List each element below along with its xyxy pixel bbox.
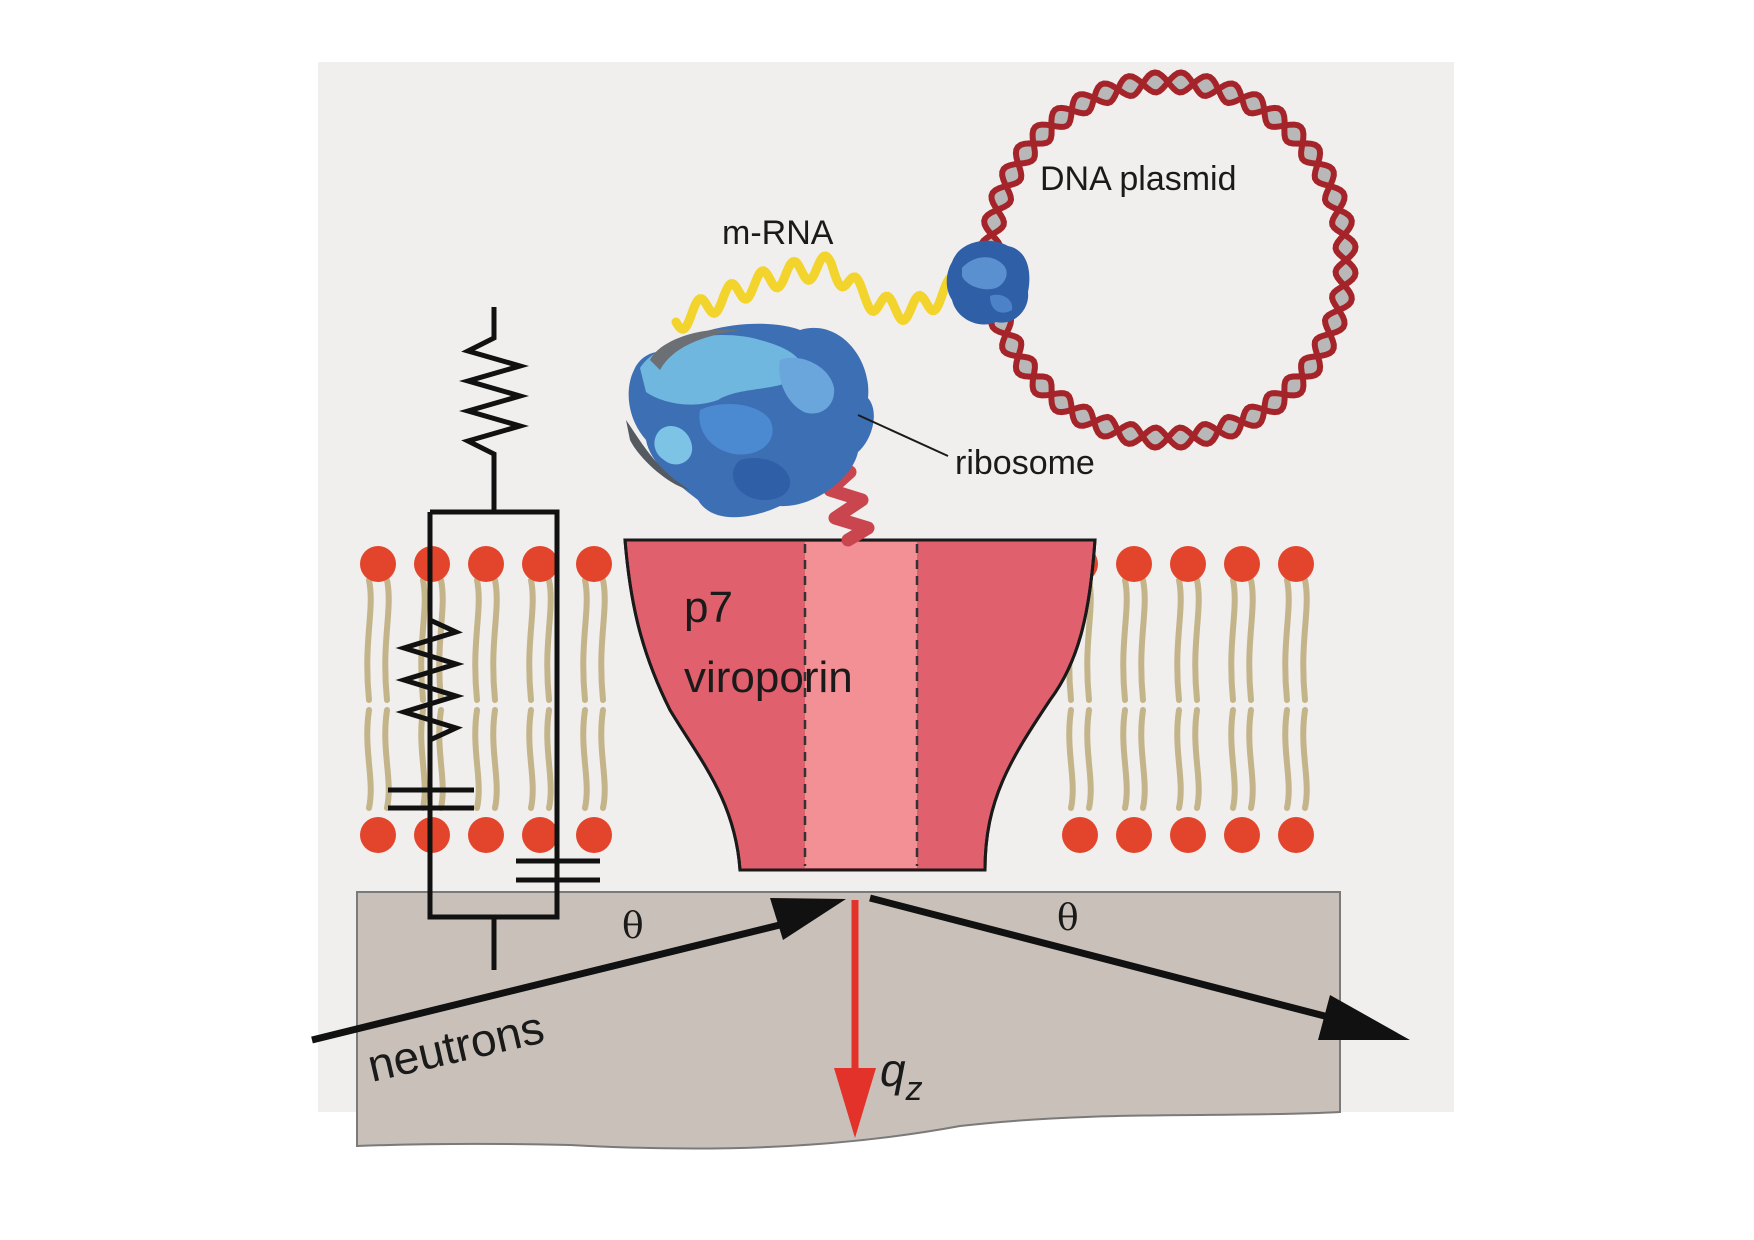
lipid-tail (544, 577, 554, 703)
lipid-head-upper (522, 546, 558, 582)
lipid-tail (1084, 707, 1094, 811)
ribosome-label: ribosome (955, 444, 1095, 482)
capacitor-substrate (516, 858, 600, 917)
lipid-tail (364, 707, 374, 811)
lipid-tail (526, 707, 536, 811)
qz-label: qz (880, 1044, 923, 1108)
lipid-tail (1120, 577, 1130, 703)
lipid-tail (382, 577, 392, 703)
lipid-tail (526, 577, 536, 703)
lipid-head-upper (576, 546, 612, 582)
equivalent-circuit (388, 307, 600, 970)
lipid-tail (1282, 577, 1292, 703)
lipid-tail (1246, 707, 1256, 811)
lipid-tail (1120, 707, 1130, 811)
lipid-tail (364, 577, 374, 703)
lipid-head-lower (576, 817, 612, 853)
lipid-tail (598, 707, 608, 811)
ribosome-blob (626, 323, 874, 518)
lipid-head-lower (1278, 817, 1314, 853)
lipid-tail (1246, 577, 1256, 703)
theta-reflected-label: θ (1057, 898, 1079, 939)
incident-beam (311, 918, 793, 1044)
lipid-head-lower (522, 817, 558, 853)
viroporin-label-line1: p7 (684, 583, 733, 632)
dna-plasmid-label: DNA plasmid (1040, 160, 1237, 198)
lipid-head-lower (360, 817, 396, 853)
lipid-tail (382, 707, 392, 811)
viroporin-pore (805, 542, 917, 868)
lipid-tail (1174, 577, 1184, 703)
nascent-peptide (823, 465, 875, 547)
lipid-head-lower (1224, 817, 1260, 853)
lipid-head-upper (1278, 546, 1314, 582)
qz-label-subscript: z (905, 1070, 923, 1108)
lipid-tail (1282, 707, 1292, 811)
viroporin-label-line2: viroporin (684, 653, 853, 702)
lipid-tail (1066, 707, 1076, 811)
lipid-tail (544, 707, 554, 811)
mrna-strand (671, 251, 963, 334)
lipid-tail (1138, 707, 1148, 811)
lipid-tail (1228, 707, 1238, 811)
p7-viroporin: p7 viroporin (623, 538, 1097, 872)
lipid-tail (1300, 577, 1310, 703)
lipid-tail (1228, 577, 1238, 703)
qz-label-q: q (880, 1044, 906, 1096)
lipid-tail (1174, 707, 1184, 811)
lipid-tail (418, 707, 428, 811)
incident-arrowhead (770, 898, 846, 940)
lipid-tail (1192, 577, 1202, 703)
ribosome-pointer-line (857, 414, 949, 457)
lipid-tail (1138, 577, 1148, 703)
dna-plasmid (977, 69, 1359, 451)
lipid-head-lower (468, 817, 504, 853)
resistor-membrane (395, 598, 465, 790)
theta-incident-label: θ (622, 906, 644, 947)
lipid-tail (472, 707, 482, 811)
lipid-tail (1300, 707, 1310, 811)
lipid-tail (472, 577, 482, 703)
reflected-arrowhead (1318, 995, 1410, 1040)
qz-arrowhead (834, 1068, 876, 1138)
lipid-head-upper (468, 546, 504, 582)
lipid-tail (418, 577, 428, 703)
lipid-head-upper (360, 546, 396, 582)
lipid-head-lower (1116, 817, 1152, 853)
reflected-beam (869, 894, 1341, 1024)
capacitor-membrane (388, 787, 474, 917)
lipid-tail (1192, 707, 1202, 811)
lipid-tail (490, 707, 500, 811)
lipid-tail (598, 577, 608, 703)
lipid-tail (580, 707, 590, 811)
lipid-head-lower (1062, 817, 1098, 853)
lipid-head-lower (1170, 817, 1206, 853)
resistor-top (458, 322, 530, 512)
lipid-tail (580, 577, 590, 703)
lipid-head-upper (1170, 546, 1206, 582)
rna-polymerase-blob (946, 240, 1030, 325)
lipid-head-upper (1224, 546, 1260, 582)
lipid-tail (490, 577, 500, 703)
lipid-tail (436, 577, 446, 703)
neutron-beam (311, 894, 1410, 1138)
lipid-head-upper (1116, 546, 1152, 582)
viroporin-outline (623, 538, 1097, 872)
mrna-label: m-RNA (722, 214, 834, 252)
